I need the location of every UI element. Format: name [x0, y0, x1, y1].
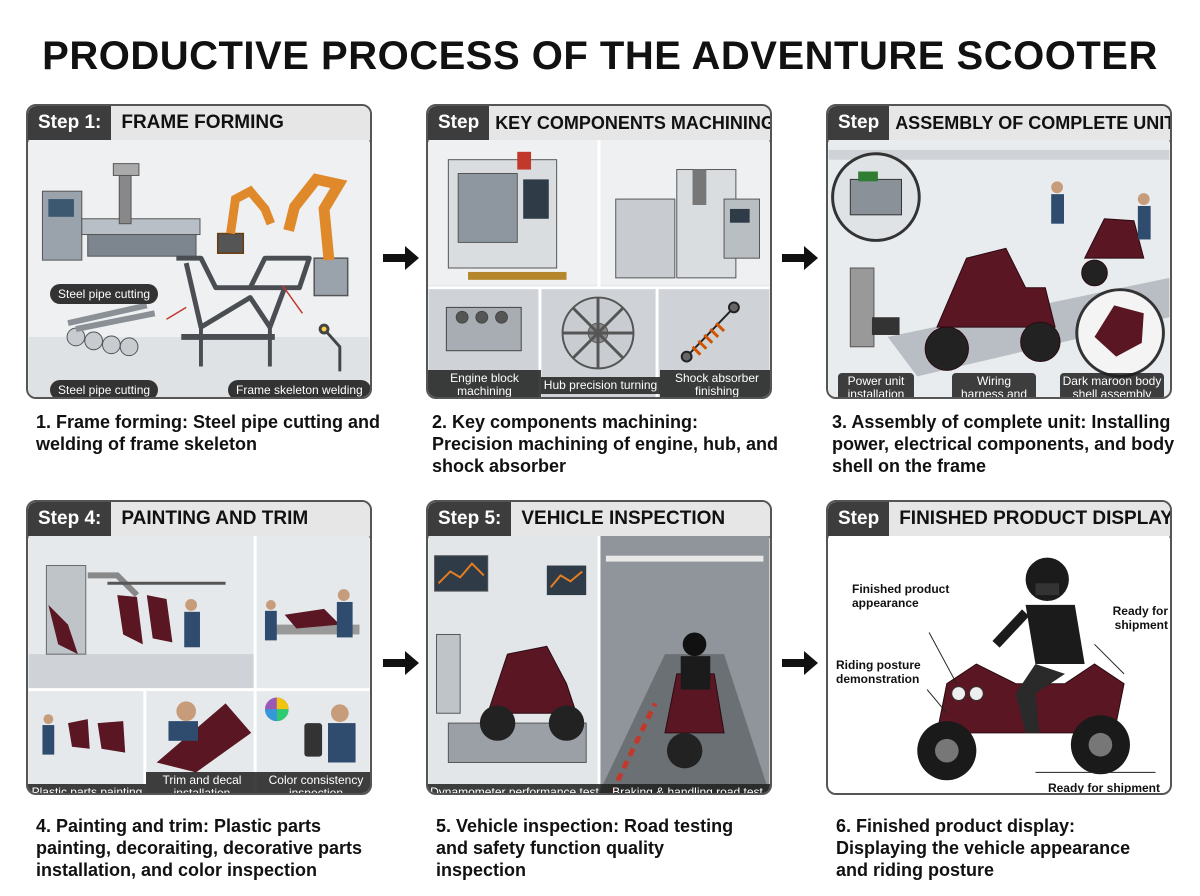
- step-5-caption: 5. Vehicle inspection: Road testing and …: [436, 816, 734, 880]
- step-1-title: FRAME FORMING: [121, 112, 284, 133]
- step-4-label-b: Trim and decal installation: [146, 772, 258, 793]
- step-3-header: Step 3: ASSEMBLY OF COMPLETE UNIT: [828, 106, 1172, 167]
- worker-icon: [1051, 181, 1151, 240]
- step-3-tag: Step 3:: [828, 106, 890, 167]
- step-2-label-b: Hub precision turning: [541, 377, 660, 394]
- step-5-tag: Step 5:: [428, 502, 512, 536]
- step-4-label-c: Color consistency inspection: [258, 772, 370, 793]
- step-6-label-c: Riding posture demonstration: [836, 658, 921, 686]
- step-2-title: KEY COMPONENTS MACHINING: [495, 112, 772, 133]
- step-4-title: PAINTING AND TRIM: [121, 508, 309, 529]
- milling-machine-icon: [615, 169, 760, 279]
- paint-booth-icon: [45, 565, 226, 655]
- step-6-illustration: Finished product appearance Ready for sh…: [828, 536, 1170, 793]
- step-4-label-a: Plastic parts painting: [28, 784, 146, 793]
- body-shell-icon: [1075, 288, 1165, 378]
- step-1-label-b: Steel pipe cutting: [50, 380, 159, 397]
- engine-block-icon: [445, 306, 522, 352]
- decal-install-icon: [156, 701, 252, 773]
- arrow-right-icon: [383, 651, 419, 675]
- power-unit-icon: [831, 152, 921, 348]
- step-6-title: FINISHED PRODUCT DISPLAY: [899, 508, 1172, 529]
- step-6-caption: 6. Finished product display: Displaying …: [836, 816, 1131, 880]
- step-1-label-a: Steel pipe cutting: [50, 284, 159, 304]
- step-5-label-a: Dynamometer performance test: [428, 784, 601, 793]
- step-3-label-c: Dark maroon body shell assembly: [1060, 373, 1164, 397]
- step-3-title: ASSEMBLY OF COMPLETE UNIT: [895, 112, 1172, 133]
- step-4-header: Step 4: PAINTING AND TRIM: [28, 502, 370, 538]
- assembly-scene: [828, 140, 1170, 397]
- welding-torch-icon: [318, 323, 342, 372]
- step-1-tag: Step 1:: [28, 106, 112, 140]
- machining-scene: [428, 140, 770, 397]
- step-6-card: Step 6: FINISHED PRODUCT DISPLAY: [826, 500, 1172, 795]
- step-4-caption: 4. Painting and trim: Plastic parts pain…: [36, 816, 363, 880]
- step-2-illustration: Engine block machining Hub precision tur…: [428, 140, 770, 397]
- wheel-hub-icon: [561, 296, 635, 370]
- painting-scene: [28, 536, 370, 793]
- step-1-label-c: Frame skeleton welding: [228, 380, 370, 397]
- step-3-illustration: Power unit installation Wiring harness a…: [828, 140, 1170, 397]
- step-4-illustration: Plastic parts painting Trim and decal in…: [28, 536, 370, 793]
- arrow-right-icon: [782, 651, 818, 675]
- page-title: PRODUCTIVE PROCESS OF THE ADVENTURE SCOO…: [42, 34, 1158, 78]
- scooter-assembly-icon: [924, 218, 1145, 371]
- step-6-header: Step 6: FINISHED PRODUCT DISPLAY: [828, 502, 1172, 563]
- step-2-label-c: Shock absorber finishing: [660, 370, 770, 397]
- step-2-caption: 2. Key components machining: Precision m…: [432, 412, 779, 476]
- step-1-caption: 1. Frame forming: Steel pipe cutting and…: [36, 412, 381, 454]
- arrow-right-icon: [782, 246, 818, 270]
- step-3-label-a: Power unit installation: [838, 373, 914, 397]
- painted-parts-icon: [42, 714, 126, 755]
- road-test-icon: [599, 555, 770, 793]
- cnc-cutter-icon: [41, 163, 201, 261]
- step-3-caption: 3. Assembly of complete unit: Installing…: [832, 412, 1175, 476]
- step-1-header: Step 1: FRAME FORMING: [28, 106, 370, 142]
- step-2-label-a: Engine block machining: [428, 370, 541, 397]
- frame-skeleton-icon: [176, 255, 312, 367]
- finished-scooter-scene: [828, 536, 1170, 793]
- step-5-illustration: Dynamometer performance test Braking & h…: [428, 536, 770, 793]
- step-1-illustration: Steel pipe cutting Steel pipe cutting Fr…: [28, 140, 370, 397]
- step-6-tag: Step 6:: [828, 502, 890, 563]
- step-4-card: Step 4: PAINTING AND TRIM: [26, 500, 372, 795]
- welding-robot-icon: [216, 173, 349, 297]
- step-1-card: Step 1: FRAME FORMING: [26, 104, 372, 399]
- step-5-label-b: Braking & handling road test: [601, 784, 770, 793]
- rider-icon: [992, 557, 1085, 733]
- step-5-title: VEHICLE INSPECTION: [521, 508, 726, 529]
- step-2-header: Step 2: KEY COMPONENTS MACHINING: [428, 106, 772, 167]
- shock-absorber-icon: [680, 301, 740, 363]
- step-3-label-b: Wiring harness and electronics: [952, 373, 1036, 397]
- step-4-tag: Step 4:: [28, 502, 112, 536]
- step-2-tag: Step 2:: [428, 106, 490, 167]
- step-5-header: Step 5: VEHICLE INSPECTION: [428, 502, 770, 538]
- step-6-label-d: Ready for shipment: [1047, 781, 1160, 795]
- step-2-card: Step 2: KEY COMPONENTS MACHINING: [426, 104, 772, 399]
- step-3-card: Step 3: ASSEMBLY OF COMPLETE UNIT: [826, 104, 1172, 399]
- dynamometer-icon: [434, 555, 587, 763]
- step-6-label-a: Finished product appearance: [852, 582, 950, 610]
- steel-pipes-icon: [66, 302, 156, 357]
- arrow-right-icon: [383, 246, 419, 270]
- inspection-table-icon: [264, 589, 360, 641]
- color-wheel-icon: [264, 697, 356, 763]
- step-5-card: Step 5: VEHICLE INSPECTION: [426, 500, 772, 795]
- cnc-machine-icon: [447, 151, 567, 280]
- inspection-scene: [428, 536, 770, 793]
- step-6-label-b: Ready for shipment: [1112, 604, 1168, 632]
- frame-forming-scene: [28, 140, 370, 397]
